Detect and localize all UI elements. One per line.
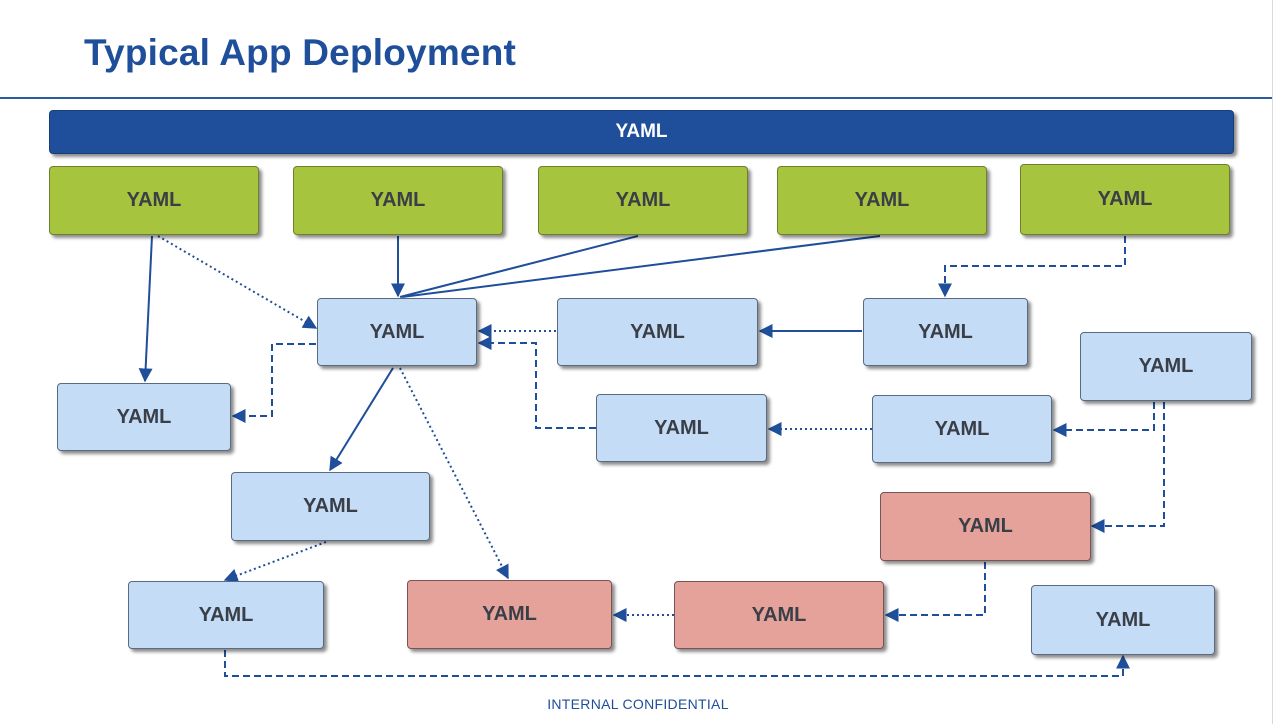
green-yaml-2[interactable]: YAML: [293, 166, 503, 235]
edge-center-to-red-bottom-mid: [399, 367, 509, 580]
edge-center-to-blue-left: [231, 343, 316, 423]
edge-green-1-to-blue-left: [138, 235, 153, 383]
blue-yaml-child[interactable]: YAML: [231, 472, 430, 541]
blue-yaml-bottom-left[interactable]: YAML: [128, 581, 324, 649]
edge-blue-lower-mid-to-center: [477, 336, 596, 429]
edge-blue-bottom-left-to-blue-bottom-far-right: [224, 650, 1130, 677]
edge-green-5-to-blue-right: [938, 236, 1126, 298]
slide-edge: [1272, 0, 1273, 724]
edge-blue-far-right-to-blue-lower-right: [1052, 402, 1155, 437]
top-yaml-bar[interactable]: YAML: [49, 110, 1234, 154]
blue-yaml-lower-mid[interactable]: YAML: [596, 394, 767, 462]
center-yaml[interactable]: YAML: [317, 298, 477, 366]
green-yaml-1[interactable]: YAML: [49, 166, 259, 235]
edge-green-4-to-center: [401, 235, 881, 298]
slide-title: Typical App Deployment: [84, 32, 517, 73]
edge-center-to-blue-child: [329, 367, 394, 472]
edge-blue-far-right-to-red-right: [1090, 402, 1165, 533]
red-yaml-right[interactable]: YAML: [880, 492, 1091, 561]
edge-green-1-to-center: [157, 235, 318, 329]
green-yaml-3[interactable]: YAML: [538, 166, 748, 235]
blue-yaml-mid[interactable]: YAML: [557, 298, 758, 366]
blue-yaml-left[interactable]: YAML: [57, 383, 231, 451]
green-yaml-5[interactable]: YAML: [1020, 164, 1230, 235]
edge-green-3-to-center: [399, 235, 639, 298]
edge-red-right-to-red-bottom-right: [884, 562, 986, 622]
blue-yaml-bottom-far-right[interactable]: YAML: [1031, 585, 1215, 655]
red-yaml-bottom-right[interactable]: YAML: [674, 581, 884, 649]
blue-yaml-lower-right[interactable]: YAML: [872, 395, 1052, 463]
footer-confidential: INTERNAL CONFIDENTIAL: [547, 696, 729, 712]
blue-yaml-far-right[interactable]: YAML: [1080, 332, 1252, 401]
edge-blue-child-to-blue-bottom-left: [223, 541, 327, 583]
blue-yaml-right[interactable]: YAML: [863, 298, 1028, 366]
green-yaml-4[interactable]: YAML: [777, 166, 987, 235]
title-divider: [0, 97, 1272, 99]
red-yaml-bottom-mid[interactable]: YAML: [407, 580, 612, 649]
